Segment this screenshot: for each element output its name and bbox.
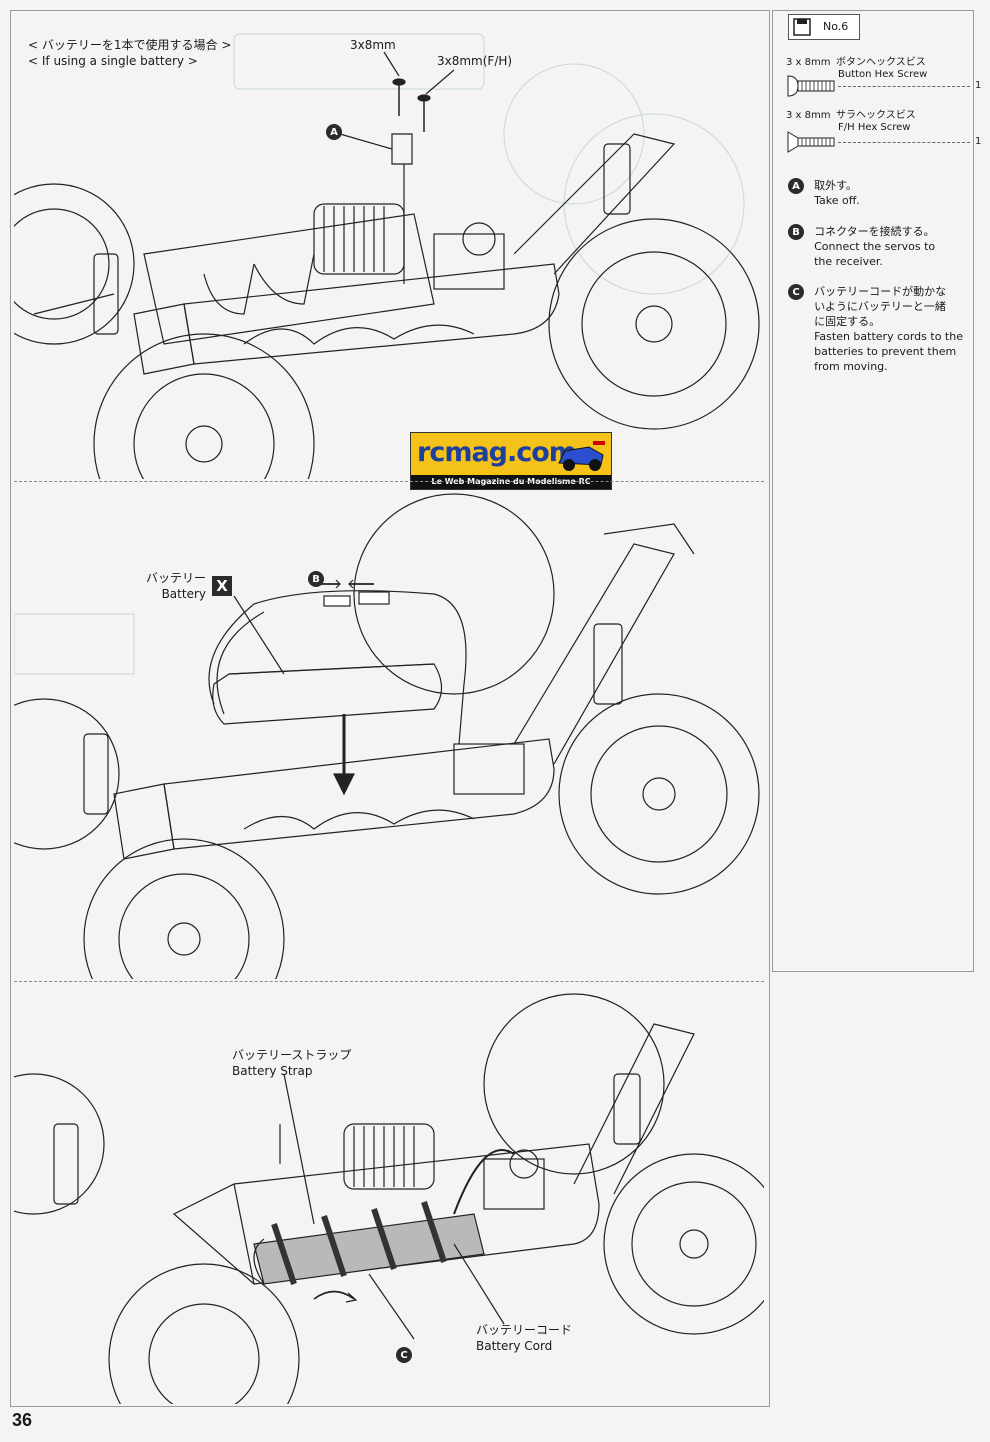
parts-bag-icon xyxy=(793,18,811,36)
cord-label-jp: バッテリーコード xyxy=(476,1323,573,1337)
screw-label-fh-hex: 3x8mm(F/H) xyxy=(437,54,513,68)
step-c-jp-2: いようにバッテリーと一緒 xyxy=(814,300,946,313)
dashed-divider-2 xyxy=(14,981,764,982)
part2-name-jp: サラヘックスビス xyxy=(836,110,916,121)
logo-text: rcmag.com xyxy=(417,437,577,468)
step-c-en-1: Fasten battery cords to the xyxy=(814,330,963,343)
strap-label-jp: バッテリーストラップ xyxy=(232,1048,352,1062)
battery-label-jp: バッテリー xyxy=(145,571,206,585)
step-c-en-2: batteries to prevent them xyxy=(814,345,957,358)
main-frame xyxy=(10,10,770,1407)
part2-name-en: F/H Hex Screw xyxy=(838,122,911,133)
step-a: A 取外す。 Take off. xyxy=(788,178,860,208)
part2-size: 3 x 8mm xyxy=(786,110,831,121)
fh-hex-screw-icon xyxy=(787,131,835,153)
button-hex-screw-icon xyxy=(787,75,835,97)
panel-2-illustration xyxy=(14,484,764,979)
strap-label-en: Battery Strap xyxy=(232,1064,313,1078)
parts-bag-number: No.6 xyxy=(823,20,849,33)
step-c-jp-1: バッテリーコードが動かな xyxy=(814,285,947,298)
step-c: C バッテリーコードが動かな いようにバッテリーと一緒 に固定する。 Faste… xyxy=(788,284,963,374)
panel1-en-heading: < If using a single battery > xyxy=(28,54,198,68)
part1-leader xyxy=(838,86,970,87)
panel-1-illustration xyxy=(14,14,764,479)
step-c-badge: C xyxy=(788,284,804,300)
part1-qty: 1 xyxy=(975,80,982,91)
panel1-jp-heading: < バッテリーを1本で使用する場合 > xyxy=(28,38,232,52)
chassis-drawing-3 xyxy=(14,993,764,1404)
parts-bag-box: No.6 xyxy=(788,14,860,40)
callout-c-badge: C xyxy=(396,1347,412,1363)
dashed-divider-1 xyxy=(14,481,764,482)
logo-car-icon xyxy=(558,441,605,471)
step-b: B コネクターを接続する。 Connect the servos to the … xyxy=(788,224,935,269)
battery-label-en: Battery xyxy=(161,587,206,601)
callout-b-badge: B xyxy=(308,571,324,587)
part1-name-jp: ボタンヘックスビス xyxy=(836,57,926,68)
step-b-en-1: Connect the servos to xyxy=(814,240,936,253)
chassis-drawing-1 xyxy=(14,33,760,479)
step-b-en-2: the receiver. xyxy=(814,255,883,268)
step-b-jp: コネクターを接続する。 xyxy=(814,225,935,238)
step-c-en-3: from moving. xyxy=(814,360,888,373)
part2-leader xyxy=(838,142,970,143)
part1-name-en: Button Hex Screw xyxy=(838,69,928,80)
step-a-jp: 取外す。 xyxy=(814,179,857,192)
part2-qty: 1 xyxy=(975,136,982,147)
sidebar-frame xyxy=(772,10,974,972)
step-a-badge: A xyxy=(788,178,804,194)
screw-label-button-hex: 3x8mm xyxy=(350,38,396,52)
panel-3-illustration xyxy=(14,984,764,1404)
page-number: 36 xyxy=(12,1410,33,1430)
battery-x-tag: X xyxy=(212,576,232,596)
cord-label-en: Battery Cord xyxy=(476,1339,553,1353)
step-b-badge: B xyxy=(788,224,804,240)
part1-size: 3 x 8mm xyxy=(786,57,831,68)
chassis-drawing-2 xyxy=(14,493,760,979)
step-a-en: Take off. xyxy=(814,194,860,207)
callout-a-badge: A xyxy=(326,124,342,140)
step-c-jp-3: に固定する。 xyxy=(814,315,881,328)
